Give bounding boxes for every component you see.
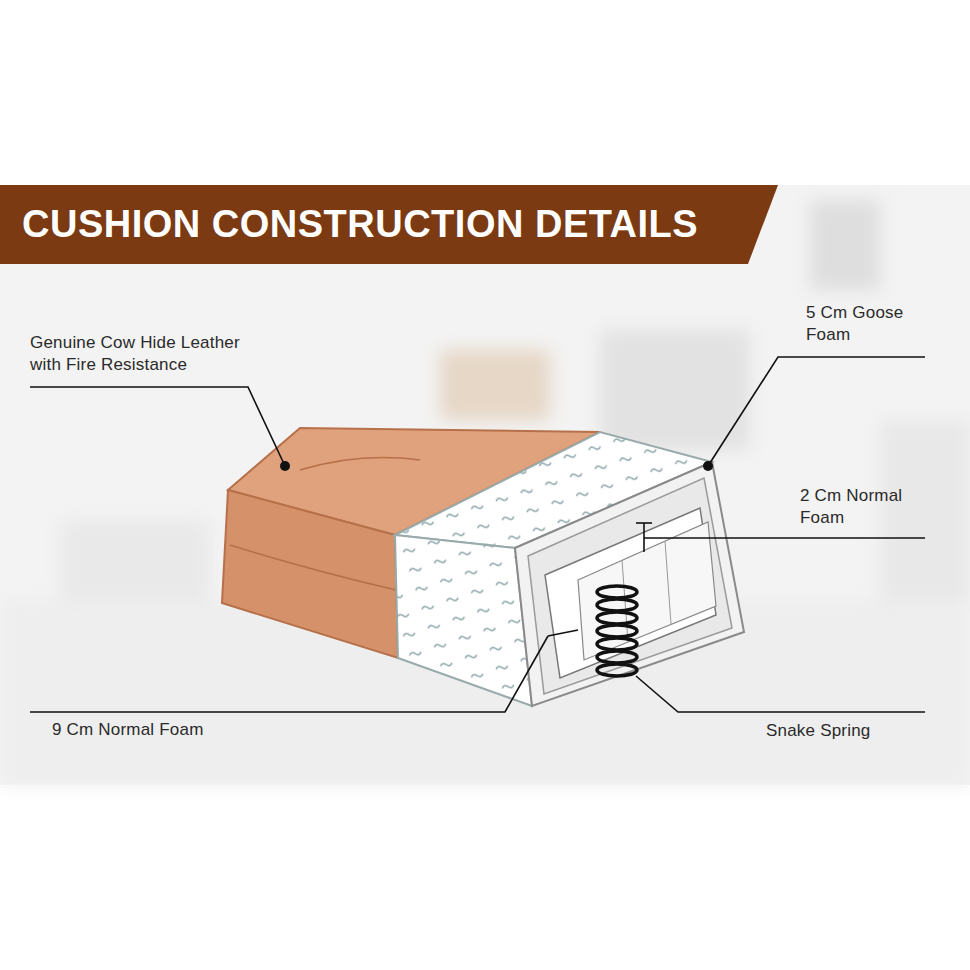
spring-symbol (597, 586, 637, 676)
normal-foam-layer (528, 478, 732, 694)
fabric-front (395, 535, 532, 706)
background-photo (0, 185, 970, 785)
callout-label-holder: Snake Spring (766, 720, 870, 742)
callout-label: 2 Cm Normal Foam (800, 485, 925, 529)
callout-label: Genuine Cow Hide Leather with Fire Resis… (30, 332, 255, 376)
callout-label: 5 Cm Goose Foam (806, 302, 910, 346)
callout-label-holder: Genuine Cow Hide Leather with Fire Resis… (30, 332, 255, 376)
spring-core (578, 522, 716, 660)
leather-front (222, 490, 398, 658)
callout-label-holder: 2 Cm Normal Foam (800, 485, 925, 529)
title-banner (0, 185, 778, 264)
banner-title-holder: CUSHION CONSTRUCTION DETAILS (22, 201, 698, 247)
goose-foam-layer (515, 462, 744, 706)
callout-label-holder: 5 Cm Goose Foam (806, 302, 910, 346)
foam-core (545, 508, 716, 678)
callout-label-holder: 9 Cm Normal Foam (52, 719, 204, 741)
leader-dots (280, 461, 713, 471)
callout-label: 9 Cm Normal Foam (52, 719, 204, 741)
background-blur (0, 200, 970, 785)
leader-lines (30, 357, 925, 712)
callout-label: Snake Spring (766, 720, 870, 742)
banner-title: CUSHION CONSTRUCTION DETAILS (22, 201, 698, 247)
